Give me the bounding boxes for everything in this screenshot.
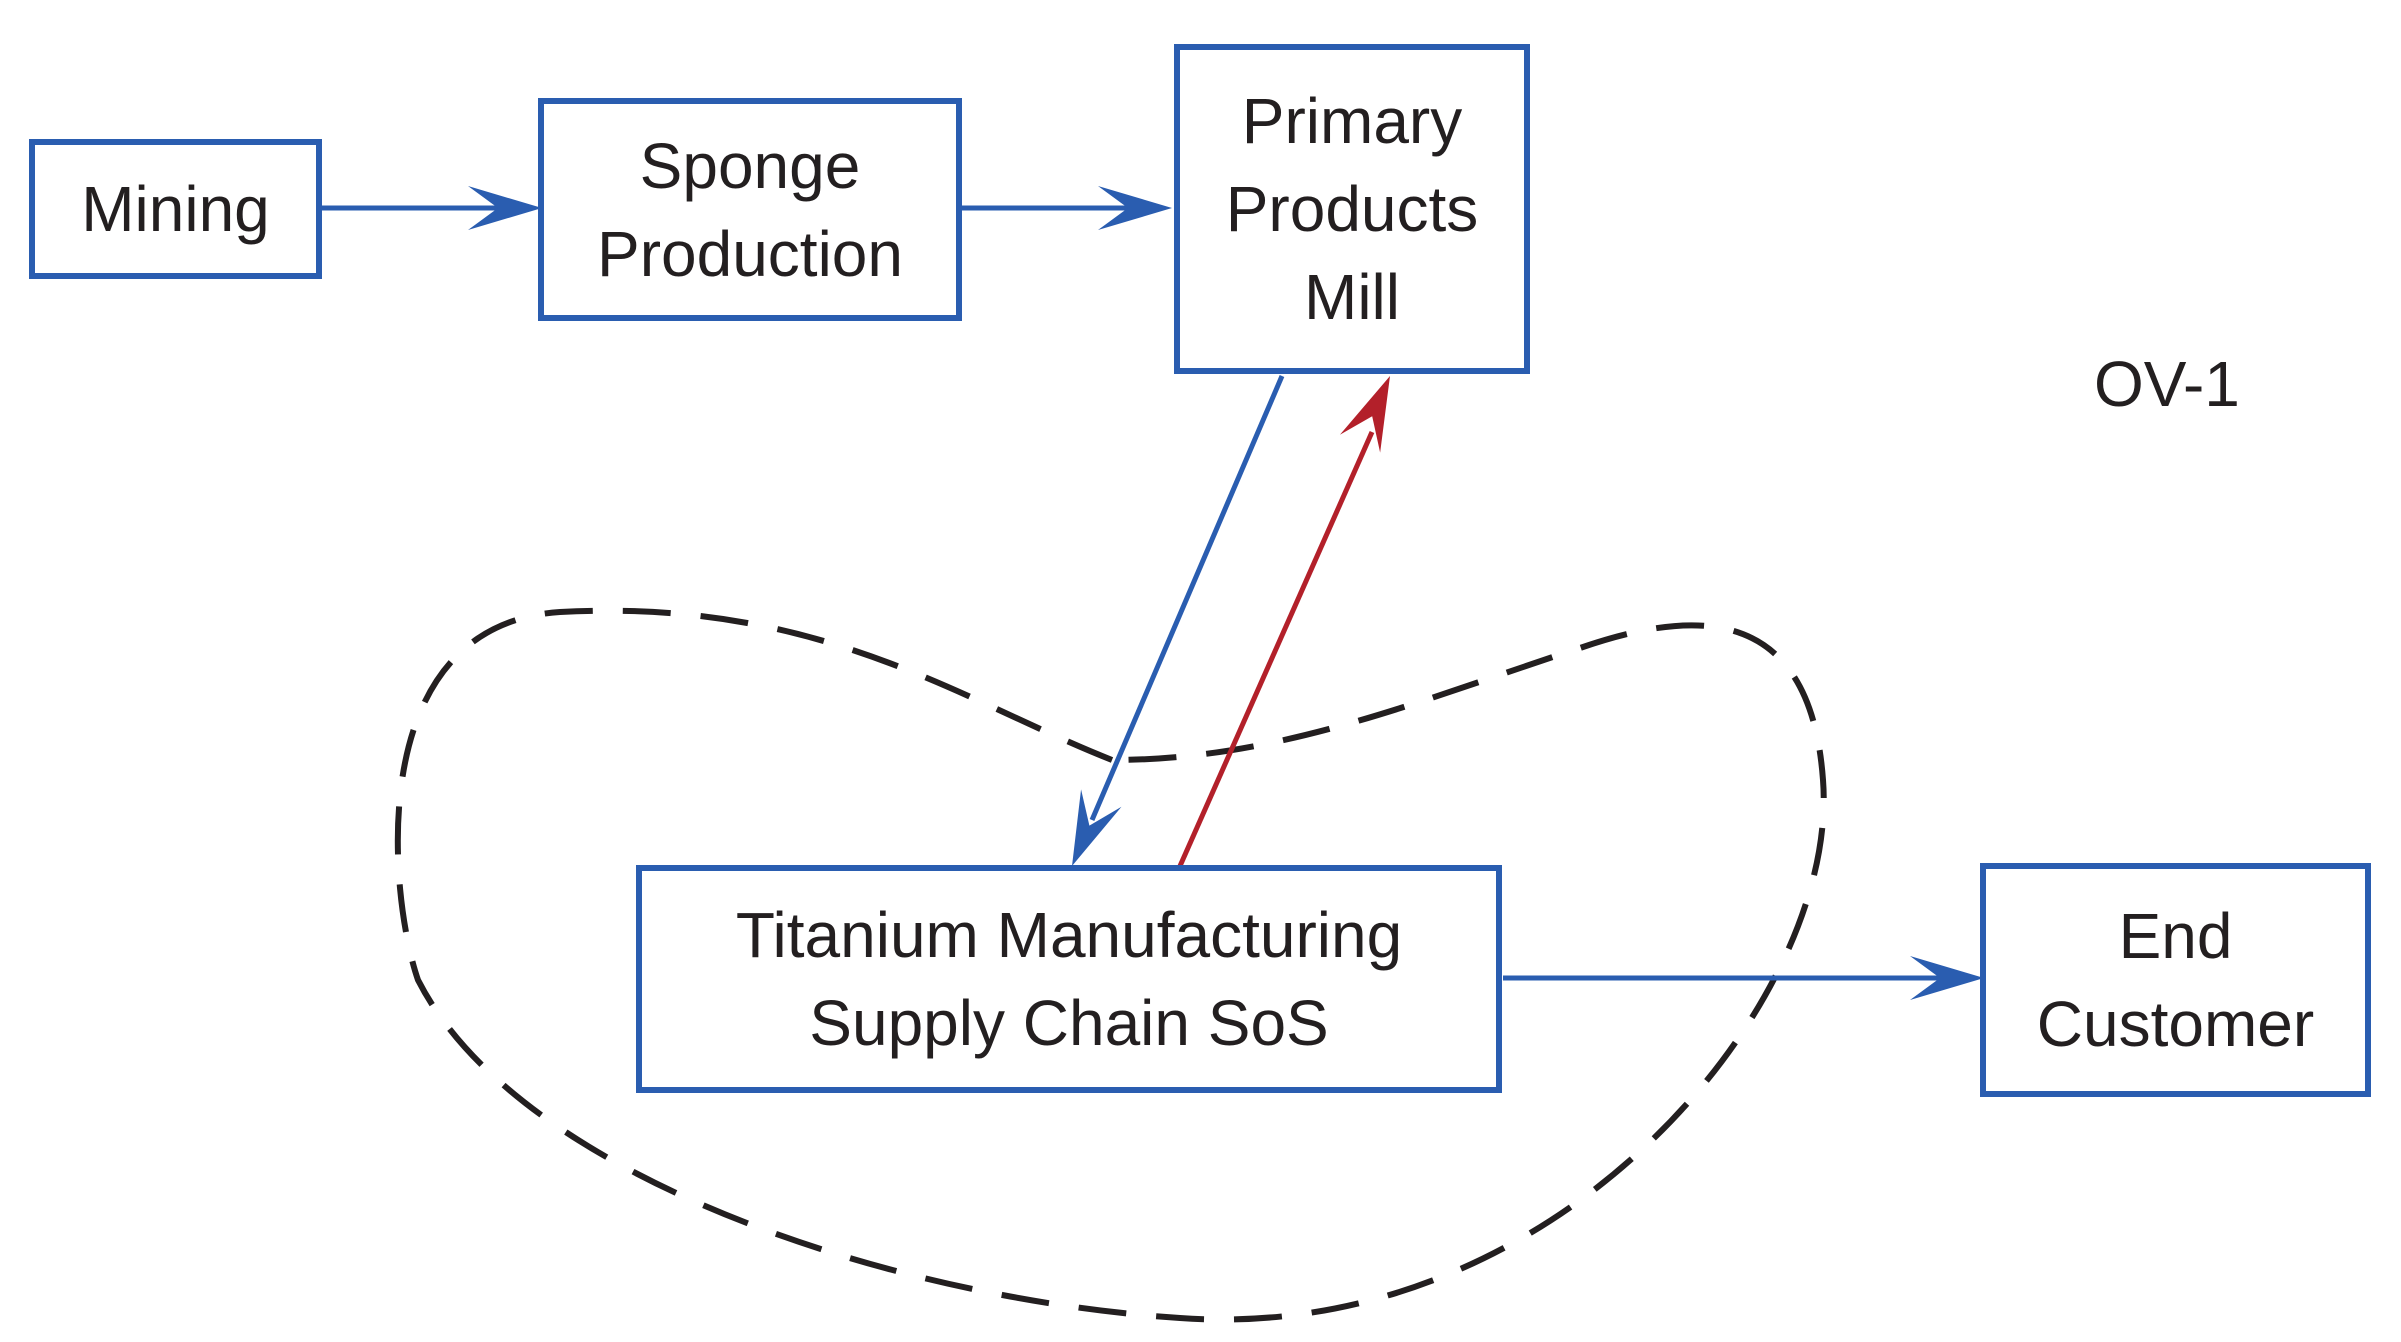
node-mining: Mining (29, 139, 322, 279)
node-sponge-line-1: Sponge (639, 129, 861, 202)
arrowhead-sponge-to-mill (1098, 186, 1172, 230)
sos-boundary (394, 607, 1827, 1323)
node-sponge-line-2: Production (597, 217, 903, 290)
arrowhead-sos-to-customer (1910, 956, 1984, 1000)
arrowhead-mining-to-sponge (468, 186, 542, 230)
edge-mill-to-sos (1089, 375, 1285, 821)
arrowhead-sos-to-mill (1339, 376, 1390, 453)
edge-sos-to-mill (1177, 430, 1375, 868)
node-sos-line-1: Titanium Manufacturing (735, 899, 1403, 971)
node-sponge-production: Sponge Production (538, 98, 962, 321)
node-mining-line-1: Mining (81, 173, 270, 245)
arrowhead-mill-to-sos (1072, 789, 1122, 866)
node-titanium-manufacturing-sos: Titanium Manufacturing Supply Chain SoS (636, 865, 1502, 1093)
node-customer-line-1: End (2118, 900, 2233, 972)
node-sos-line-2: Supply Chain SoS (809, 987, 1329, 1059)
node-mill-line-3: Mill (1304, 261, 1400, 333)
node-mill-line-1: Primary (1241, 85, 1463, 157)
node-end-customer: End Customer (1980, 863, 2371, 1097)
node-primary-products-mill: Primary Products Mill (1174, 44, 1530, 374)
view-label: OV-1 (2094, 348, 2240, 420)
node-mill-line-2: Products (1225, 173, 1479, 245)
node-customer-line-2: Customer (2036, 988, 2315, 1060)
